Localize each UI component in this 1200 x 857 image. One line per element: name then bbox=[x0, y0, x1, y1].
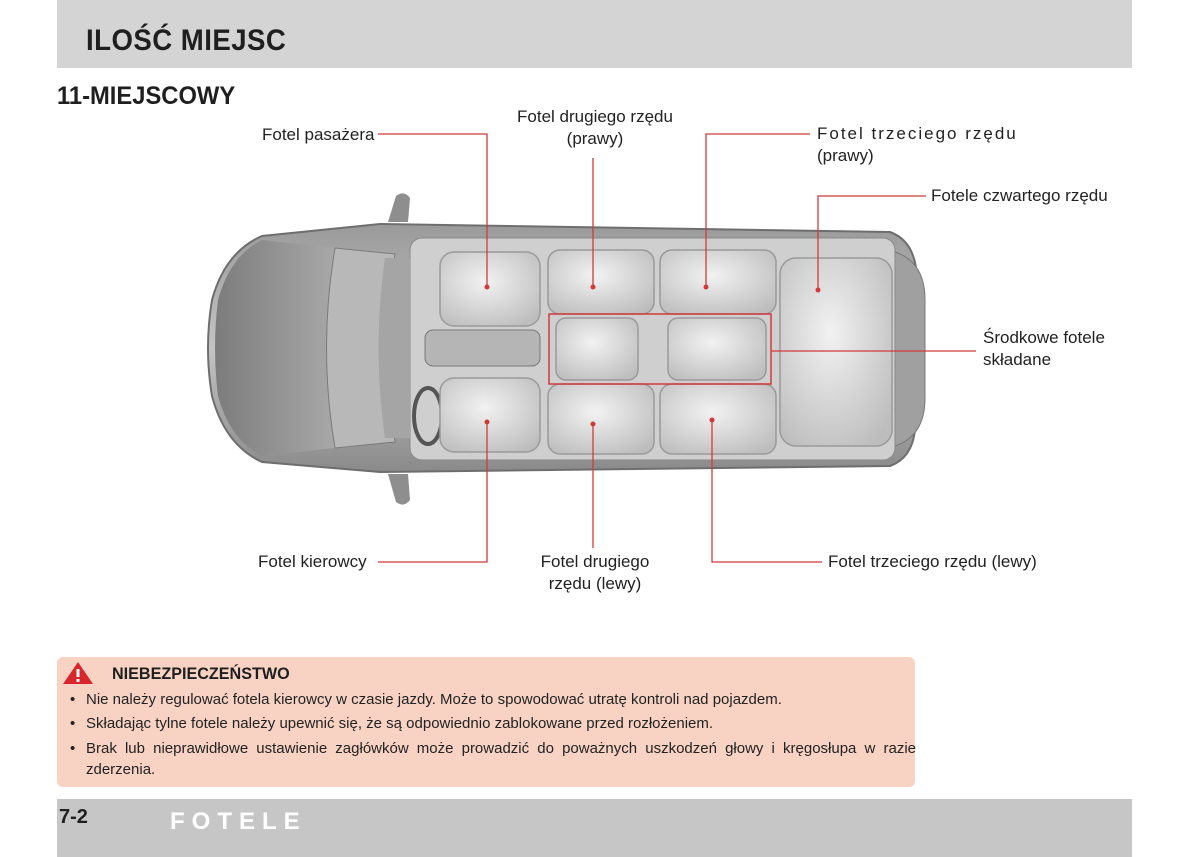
label-line: Środkowe fotele bbox=[983, 328, 1105, 347]
leader-third-row-left bbox=[711, 420, 822, 563]
bullet-dot: • bbox=[70, 691, 76, 708]
leader-driver bbox=[378, 422, 488, 563]
warning-title: NIEBEZPIECZEŃSTWO bbox=[112, 664, 290, 683]
leader-dot bbox=[590, 421, 596, 427]
warning-box bbox=[57, 657, 915, 787]
label-third-row-left: Fotel trzeciego rzędu (lewy) bbox=[828, 552, 1037, 571]
page-number: 7-2 bbox=[59, 806, 88, 828]
label-fourth-row: Fotele czwartego rzędu bbox=[931, 186, 1108, 205]
warning-item-text: Składając tylne fotele należy upewnić si… bbox=[86, 715, 714, 732]
seat-passenger bbox=[439, 251, 541, 327]
seat-third-row-left bbox=[659, 383, 777, 455]
leader-third-row-right bbox=[705, 133, 810, 287]
header-band bbox=[57, 0, 1132, 68]
label-second-row-left: Fotel drugiego rzędu (lewy) bbox=[520, 551, 670, 595]
seat-third-row-right bbox=[659, 249, 777, 315]
warning-item: • Składając tylne fotele należy upewnić … bbox=[70, 713, 916, 734]
leader-dot bbox=[484, 419, 490, 425]
left-mirror bbox=[388, 474, 410, 505]
label-second-row-right: Fotel drugiego rzędu (prawy) bbox=[508, 106, 682, 150]
seat-second-row-right bbox=[547, 249, 655, 315]
right-mirror bbox=[388, 193, 410, 222]
center-console bbox=[424, 329, 541, 367]
rear-bumper bbox=[894, 251, 926, 447]
label-passenger-seat: Fotel pasażera bbox=[262, 125, 375, 144]
seat-second-row-left bbox=[547, 383, 655, 455]
label-line: (prawy) bbox=[817, 146, 874, 165]
label-line: rzędu (lewy) bbox=[548, 574, 642, 593]
footer-band bbox=[57, 799, 1132, 857]
section-title: 11-MIEJSCOWY bbox=[57, 82, 236, 110]
label-line: Fotel drugiego rzędu bbox=[517, 107, 673, 126]
leader-dot bbox=[703, 284, 709, 290]
leader-passenger bbox=[378, 133, 488, 287]
page-title: ILOŚĆ MIEJSC bbox=[86, 24, 287, 57]
seat-fourth-row bbox=[779, 257, 893, 447]
car-top-view bbox=[207, 193, 926, 505]
warning-item-text: Brak lub nieprawidłowe ustawienie zagłów… bbox=[86, 740, 916, 778]
car-hood bbox=[215, 240, 335, 456]
label-line: składane bbox=[983, 350, 1052, 369]
dashboard bbox=[378, 258, 410, 438]
bullet-dot: • bbox=[70, 740, 76, 757]
warning-item-text: Nie należy regulować fotela kierowcy w c… bbox=[86, 691, 782, 708]
middle-folding-highlight bbox=[548, 313, 772, 385]
leader-dot bbox=[484, 284, 490, 290]
leader-fourth-row bbox=[817, 195, 926, 290]
leader-dot bbox=[590, 284, 596, 290]
label-line: Fotel trzeciego rzędu bbox=[817, 124, 1018, 143]
label-line: Fotel drugiego bbox=[540, 552, 650, 571]
seat-driver bbox=[439, 377, 541, 453]
warning-triangle-icon bbox=[63, 662, 93, 684]
bullet-dot: • bbox=[70, 715, 76, 732]
leader-dot bbox=[709, 417, 715, 423]
label-third-row-right: Fotel trzeciego rzędu (prawy) bbox=[817, 123, 1018, 167]
warning-item: • Nie należy regulować fotela kierowcy w… bbox=[70, 689, 916, 710]
seat-middle-folding-1 bbox=[555, 317, 639, 381]
label-line: (prawy) bbox=[566, 129, 624, 148]
label-driver-seat: Fotel kierowcy bbox=[258, 552, 367, 571]
label-middle-folding: Środkowe fotele składane bbox=[983, 327, 1105, 371]
chapter-title: FOTELE bbox=[170, 808, 307, 835]
warning-item: • Brak lub nieprawidłowe ustawienie zagł… bbox=[70, 738, 916, 780]
leader-dot bbox=[815, 287, 821, 293]
seat-middle-folding-2 bbox=[667, 317, 767, 381]
